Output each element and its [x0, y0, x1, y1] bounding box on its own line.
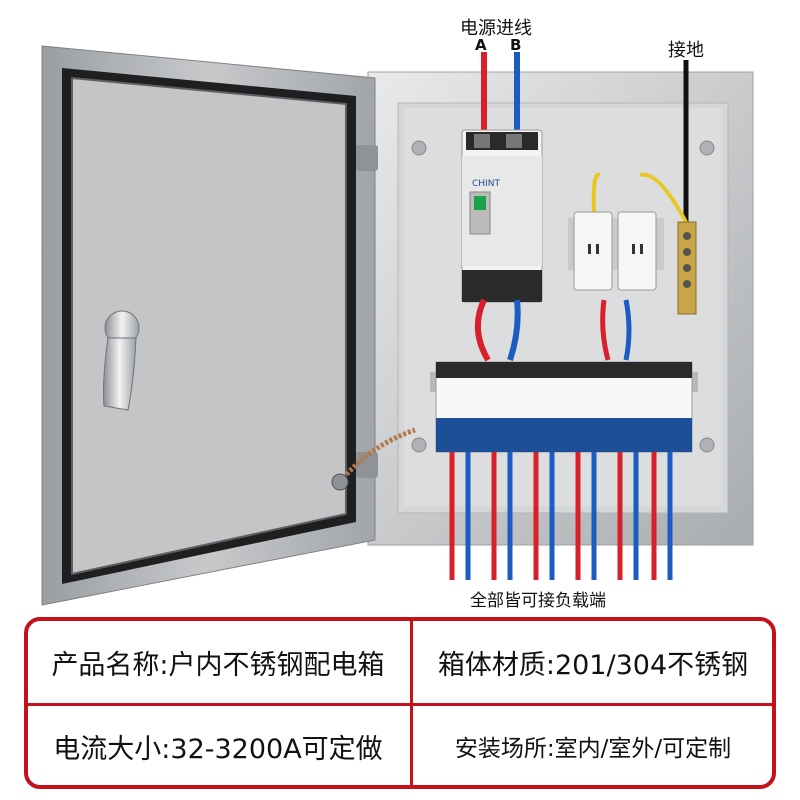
phase-b-label: B — [510, 36, 522, 54]
bus-wires — [474, 172, 692, 362]
current-cell: 电流大小:32-3200A可定做 — [53, 733, 383, 765]
phase-a-label: A — [475, 36, 487, 54]
distribution-box-illustration: CHINT — [41, 18, 754, 611]
power-in-label: 电源进线 — [460, 18, 532, 39]
install-cell: 安装场所:室内/室外/可定制 — [454, 736, 732, 762]
ground-label: 接地 — [668, 40, 704, 61]
breaker-brand: CHINT — [472, 179, 500, 189]
ground-terminal — [677, 221, 697, 315]
panel-divider-vertical — [410, 621, 413, 785]
distribution-box-diagram: CHINT — [41, 45, 754, 606]
panel-divider-horizontal — [28, 703, 772, 706]
outgoing-wires — [449, 452, 673, 580]
main-breaker: CHINT — [461, 129, 543, 303]
material-cell: 箱体材质:201/304不锈钢 — [437, 649, 749, 681]
all-loads-label: 全部皆可接负载端 — [470, 591, 606, 611]
spec-panel: 产品名称:户内不锈钢配电箱 箱体材质:201/304不锈钢 电流大小:32-32… — [24, 617, 776, 789]
sockets — [568, 211, 664, 291]
product-name-cell: 产品名称:户内不锈钢配电箱 — [51, 649, 385, 681]
door-handle — [103, 310, 140, 411]
mcb-row — [430, 361, 698, 453]
incoming-wires — [481, 52, 689, 225]
cabinet-door — [41, 45, 416, 606]
